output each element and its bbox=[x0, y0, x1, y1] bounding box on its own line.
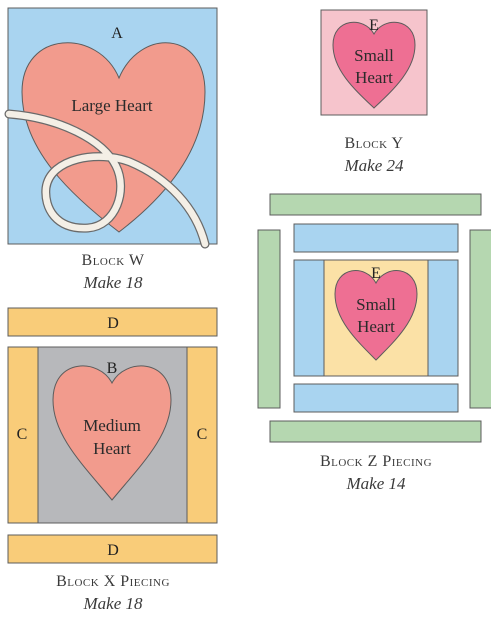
block-x-heart-line1: Medium bbox=[83, 416, 141, 435]
block-x-side-left bbox=[7, 346, 39, 524]
block-y-heart-line2: Heart bbox=[355, 68, 393, 87]
block-x-strip-top-label: D bbox=[107, 315, 119, 332]
block-z-subtitle: Make 14 bbox=[345, 474, 406, 493]
block-x-side-left-label: C bbox=[17, 426, 28, 443]
block-x-side-right-label: C bbox=[197, 426, 208, 443]
block-z-blue-left bbox=[293, 259, 325, 377]
block-x-medium-heart bbox=[52, 365, 172, 501]
block-x-heart-line2: Heart bbox=[93, 439, 131, 458]
block-z-strip-bottom bbox=[269, 420, 482, 443]
block-x-title: Block X Piecing bbox=[56, 573, 170, 590]
block-x-strip-top bbox=[7, 307, 218, 337]
block-z-side-right bbox=[469, 229, 491, 409]
block-w: A Large Heart Block W Make 18 bbox=[4, 7, 218, 292]
block-z-blue-bottom bbox=[293, 383, 459, 413]
block-x-strip-bottom bbox=[7, 534, 218, 564]
block-z-heart-line2: Heart bbox=[357, 317, 395, 336]
block-x-subtitle: Make 18 bbox=[82, 594, 143, 613]
block-w-title: Block W bbox=[82, 252, 145, 269]
block-z: E Small Heart Block Z Piecing Make 14 bbox=[257, 193, 491, 493]
block-z-title: Block Z Piecing bbox=[320, 453, 432, 470]
block-w-piece-label: A bbox=[111, 25, 123, 42]
block-y-piece-label: E bbox=[369, 17, 379, 34]
block-z-blue-top bbox=[293, 223, 459, 253]
block-z-blue-right bbox=[427, 259, 459, 377]
block-w-cord bbox=[5, 110, 209, 248]
block-y-subtitle: Make 24 bbox=[343, 156, 404, 175]
block-z-heart-line1: Small bbox=[356, 295, 396, 314]
block-x-side-right bbox=[186, 346, 218, 524]
block-y: E Small Heart Block Y Make 24 bbox=[320, 9, 428, 175]
block-x-strip-bottom-label: D bbox=[107, 542, 119, 559]
block-w-large-heart bbox=[21, 42, 206, 233]
block-x-center-label: B bbox=[107, 360, 118, 377]
block-y-title: Block Y bbox=[344, 135, 403, 152]
block-z-small-heart bbox=[334, 270, 418, 361]
block-z-strip-top bbox=[269, 193, 482, 216]
block-z-piece-label: E bbox=[371, 265, 381, 282]
block-w-subtitle: Make 18 bbox=[82, 273, 143, 292]
block-x: D C C B Medium Heart D Block X Piecing M… bbox=[7, 307, 218, 613]
block-w-heart-label: Large Heart bbox=[71, 96, 153, 115]
block-y-small-heart bbox=[332, 21, 416, 109]
block-y-heart-line1: Small bbox=[354, 46, 394, 65]
block-z-side-left bbox=[257, 229, 281, 409]
